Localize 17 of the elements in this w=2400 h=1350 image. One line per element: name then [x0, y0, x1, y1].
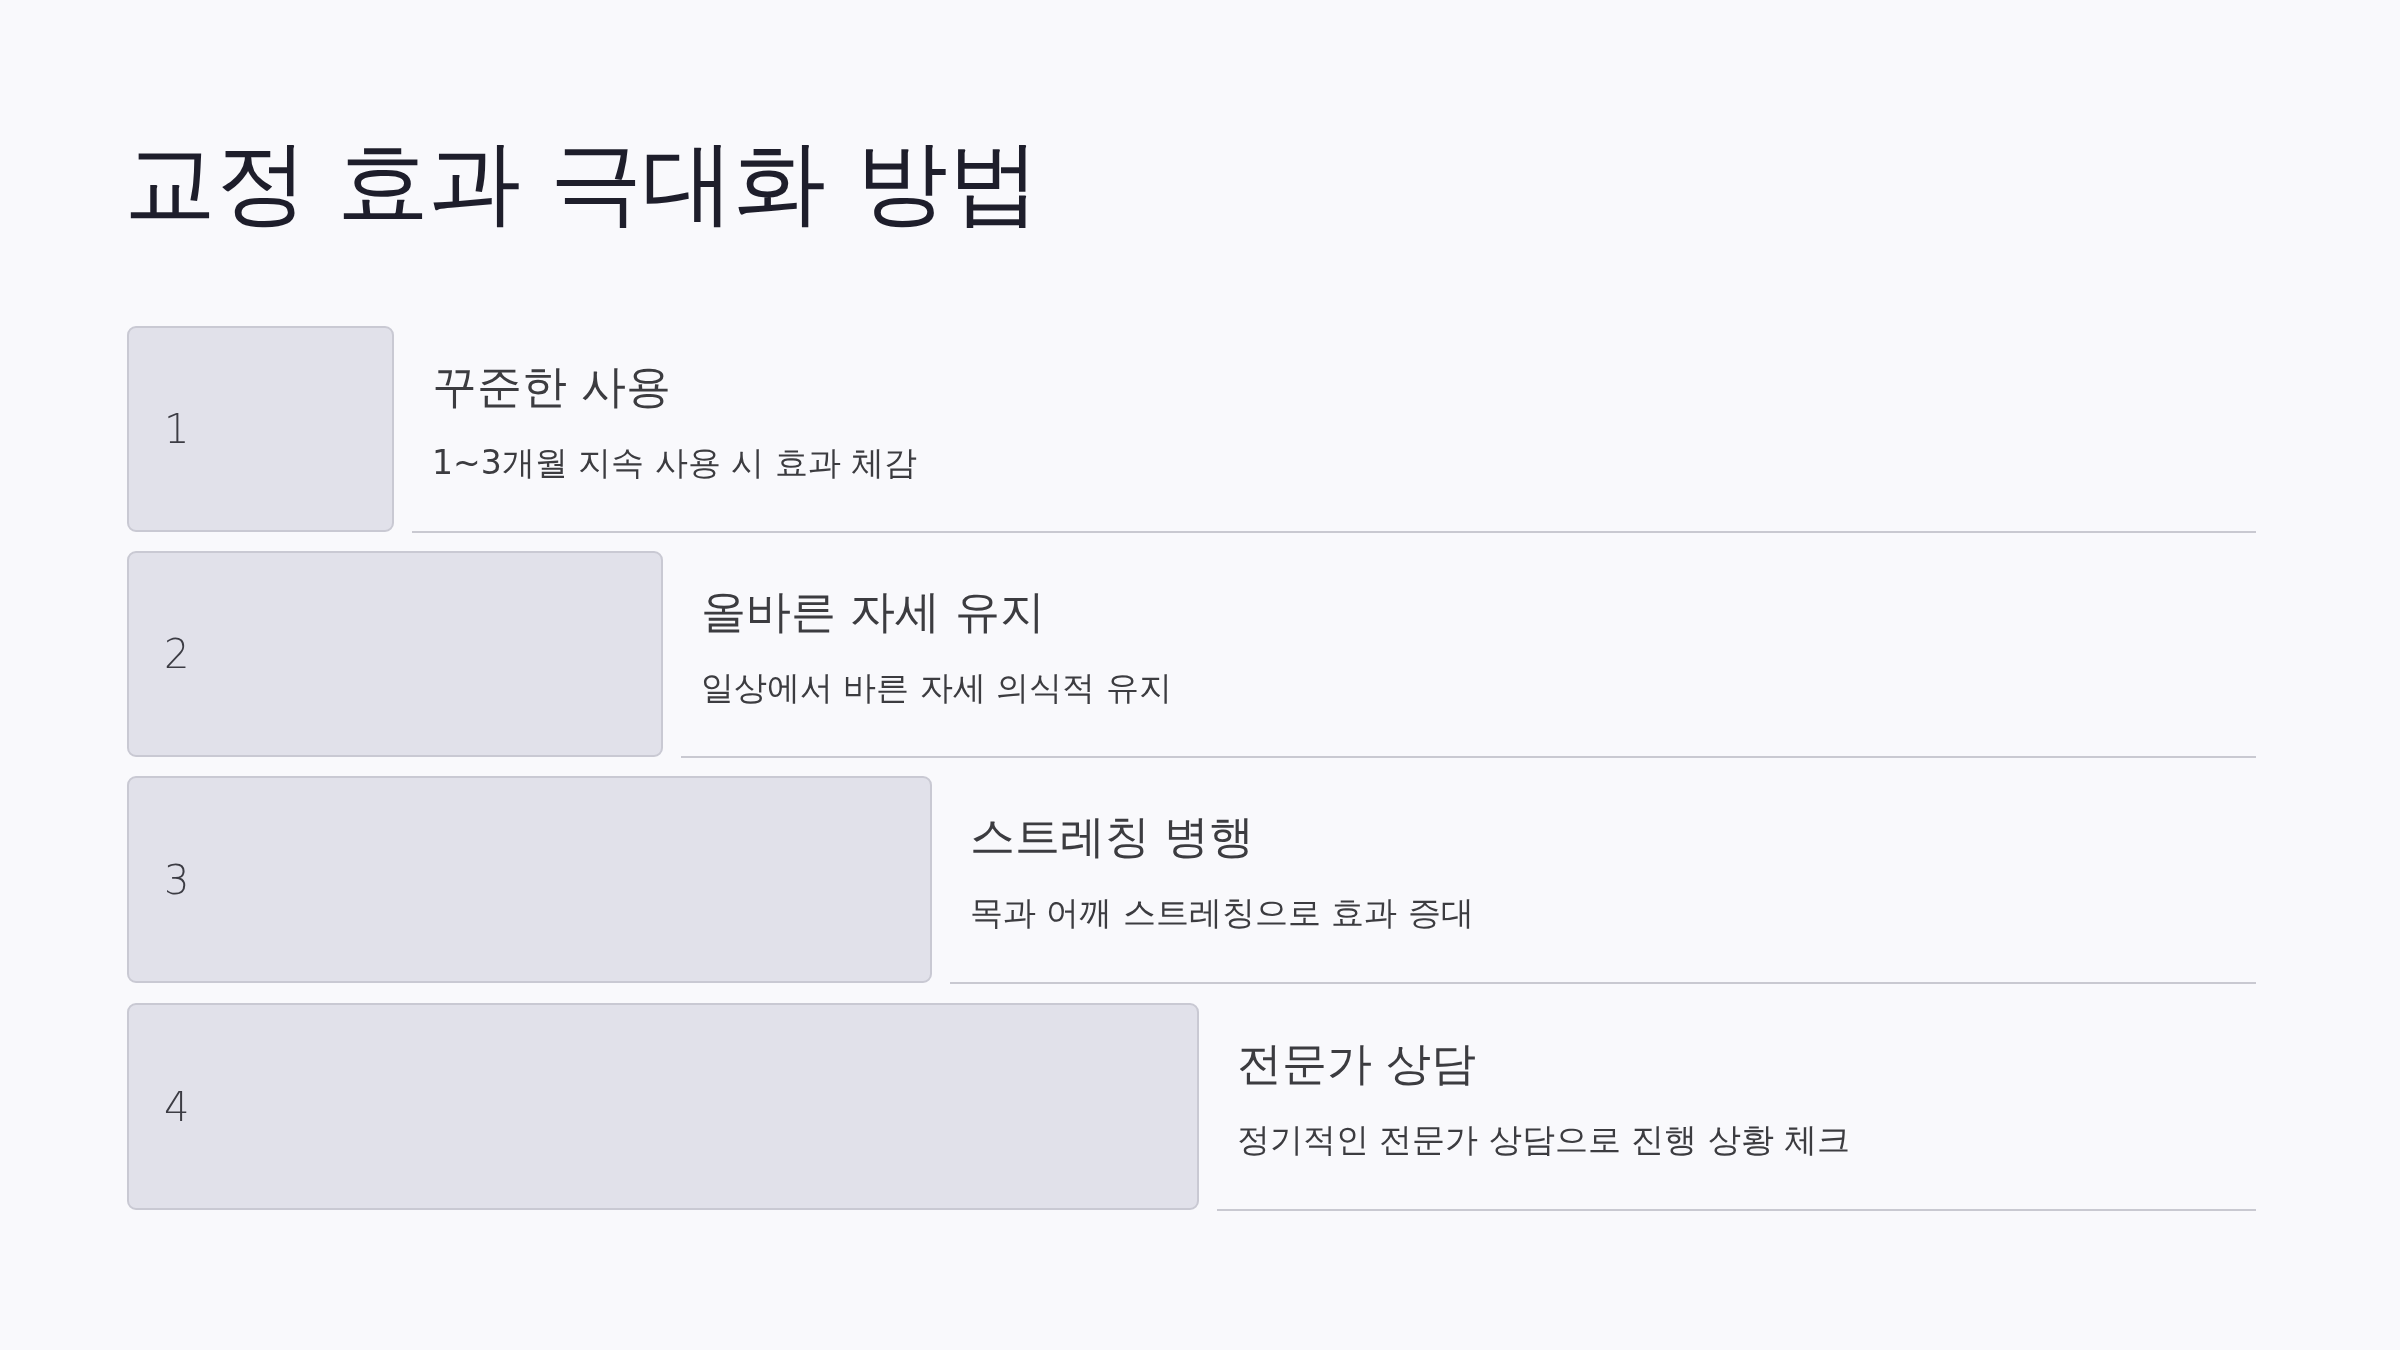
step-description: 정기적인 전문가 상담으로 진행 상황 체크 [1237, 1120, 1851, 1160]
step-box [127, 776, 932, 983]
step-box [127, 1003, 1199, 1210]
step-number: 3 [164, 857, 190, 902]
step-description: 목과 어깨 스트레칭으로 효과 증대 [970, 893, 1474, 933]
step-description: 1~3개월 지속 사용 시 효과 체감 [432, 443, 918, 483]
step-number: 2 [164, 632, 190, 676]
step-box [127, 551, 663, 757]
step-description: 일상에서 바른 자세 의식적 유지 [701, 668, 1172, 708]
step-number: 4 [164, 1084, 190, 1129]
slide-title: 교정 효과 극대화 방법 [124, 130, 1040, 236]
step-heading: 올바른 자세 유지 [701, 585, 1045, 639]
step-box [127, 326, 394, 532]
step-heading: 전문가 상담 [1237, 1037, 1477, 1091]
step-number: 1 [164, 407, 190, 451]
step-heading: 꾸준한 사용 [432, 360, 672, 414]
step-heading: 스트레칭 병행 [970, 810, 1255, 864]
